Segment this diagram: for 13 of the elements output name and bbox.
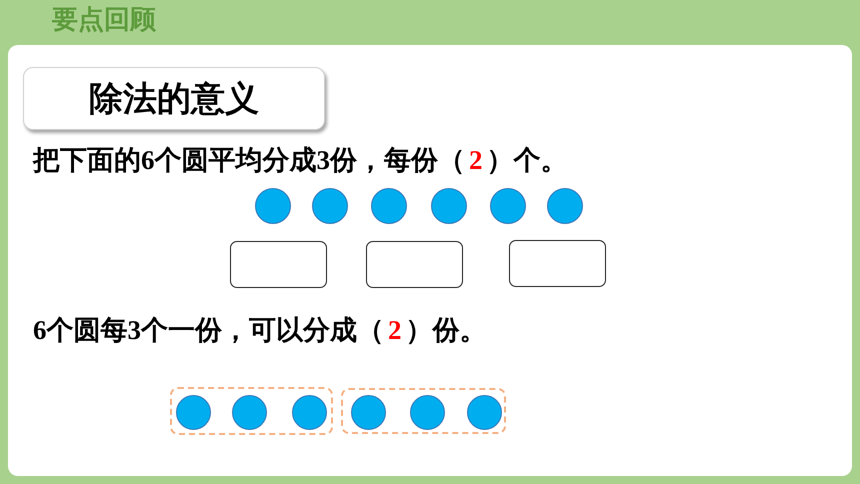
question-text: 6个圆每3个一份，可以分成（ [33,314,384,347]
answer-box [366,241,463,288]
dashed-group-box [170,387,333,435]
question-text: 把下面的6个圆平均分成3份，每份（ [33,144,465,177]
section-title: 要点回顾 [52,4,156,37]
answer-box [230,241,327,288]
answer-number: 2 [469,144,482,177]
title-box: 除法的意义 [23,67,325,130]
answer-box [509,240,606,287]
dashed-group-box [341,388,506,434]
question-text: ）个。 [486,144,568,177]
answer-number: 2 [388,314,402,347]
question-text: ）份。 [406,314,486,347]
